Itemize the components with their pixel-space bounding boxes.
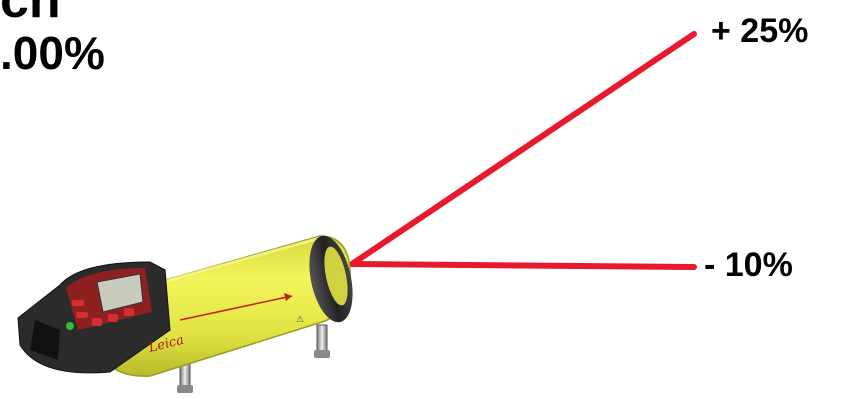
- grade-label-down: - 10%: [704, 248, 793, 282]
- panel-button: [72, 300, 84, 306]
- status-led: [66, 322, 74, 330]
- beam-down-10: [352, 264, 694, 267]
- svg-text:⚠: ⚠: [296, 315, 304, 325]
- grade-label-up: + 25%: [711, 14, 808, 48]
- beam-up-25: [352, 34, 694, 264]
- laser-beams: [352, 34, 694, 267]
- pipe-laser-device: Leica ⚠: [18, 232, 360, 393]
